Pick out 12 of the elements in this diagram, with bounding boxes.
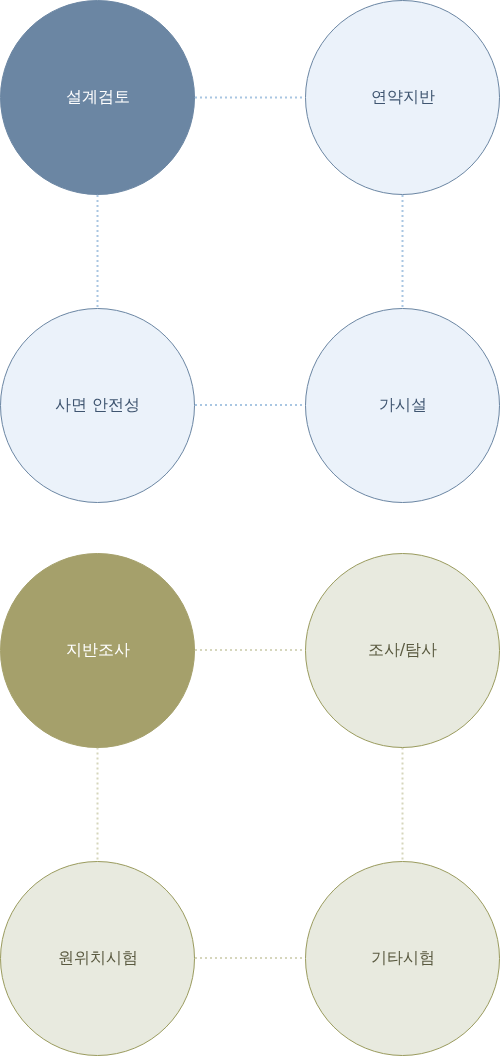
- topic-label: 사면 안전성: [54, 394, 141, 416]
- topic-label: 원위치시험: [57, 947, 138, 969]
- topic-label: 설계검토: [65, 87, 130, 108]
- topic-label: 연약지반: [370, 87, 435, 108]
- topic-label: 지반조사: [65, 639, 130, 661]
- topic-label: 조사/탐사: [367, 639, 438, 661]
- topic-label: 기타시험: [370, 947, 435, 969]
- dotted-connector: [401, 746, 404, 862]
- dotted-connector: [401, 194, 404, 309]
- topic-label: 가시설: [378, 394, 427, 416]
- dotted-connector: [96, 746, 99, 862]
- dotted-connector: [96, 194, 99, 309]
